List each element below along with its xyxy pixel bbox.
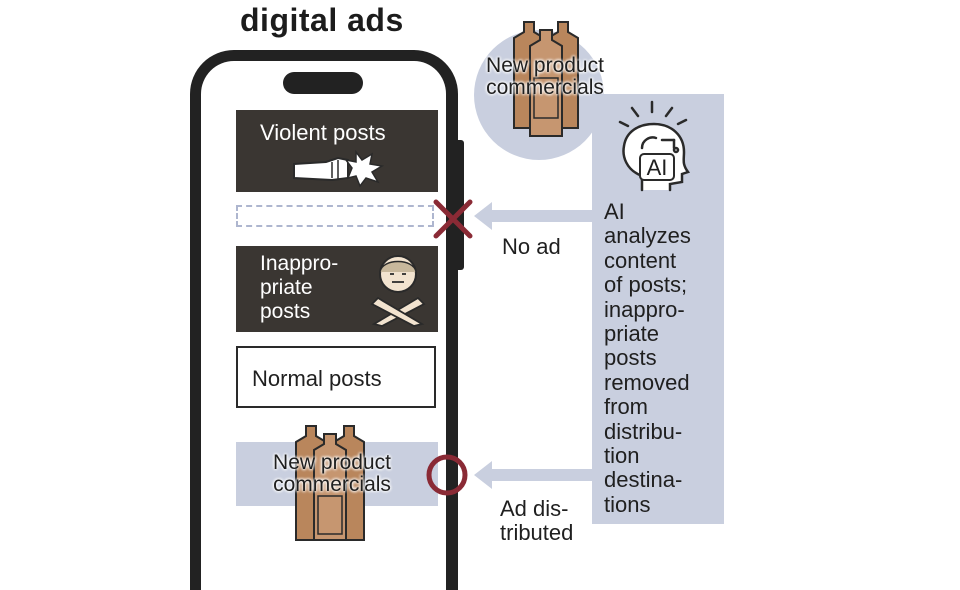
ad-distributed-label: Ad dis- tributed — [500, 496, 574, 545]
ai-brain-icon: AI — [618, 100, 691, 192]
red-circle-mark-icon — [426, 454, 468, 496]
normal-posts-block: Normal posts — [236, 346, 436, 408]
phone-side-button — [458, 140, 464, 270]
removed-ad-slot — [236, 205, 434, 227]
inappropriate-posts-label: Inappro- priate posts — [260, 252, 339, 323]
ai-description: AI analyzes content of posts; inappro- p… — [604, 199, 691, 517]
violent-posts-label: Violent posts — [260, 120, 386, 145]
arrow-ad-distributed — [474, 461, 592, 489]
normal-posts-label: Normal posts — [252, 366, 382, 391]
ai-icon-text: AI — [647, 155, 668, 180]
phone-camera-notch — [283, 72, 363, 94]
arrow-no-ad — [474, 202, 592, 230]
fist-punch-icon — [293, 149, 385, 188]
top-bottles-icon — [513, 21, 579, 137]
top-ad-label: New product commercials — [486, 54, 604, 99]
bottom-ad-label: New product commercials — [273, 451, 391, 496]
crossed-arms-person-icon — [370, 255, 426, 327]
diagram-title: digital ads — [240, 2, 404, 38]
no-ad-label: No ad — [502, 234, 561, 259]
red-x-mark-icon — [433, 199, 473, 239]
